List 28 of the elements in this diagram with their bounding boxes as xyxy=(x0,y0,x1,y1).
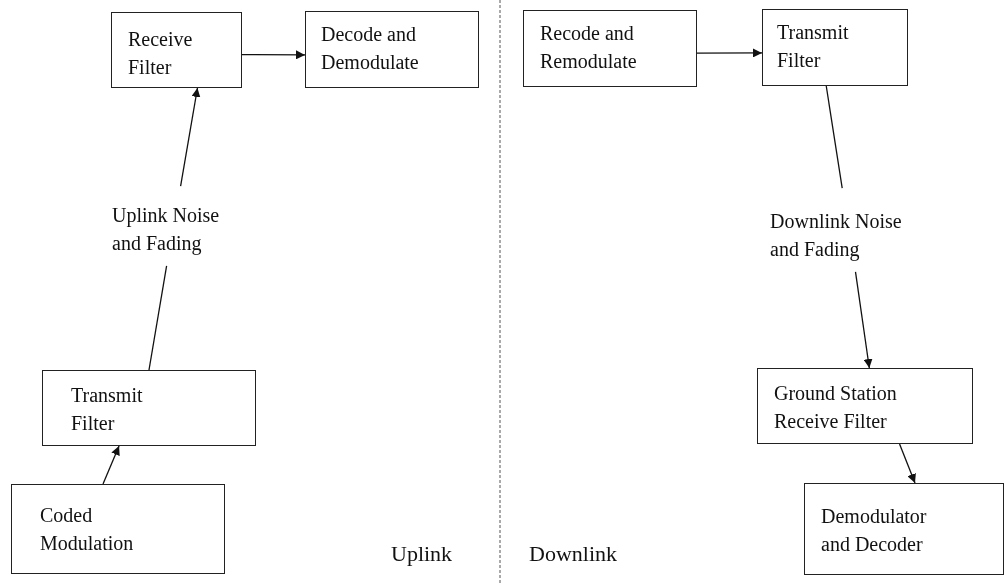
line xyxy=(148,265,168,371)
process-box xyxy=(42,370,256,446)
section-label: Uplink xyxy=(391,541,453,567)
box-label: Transmit Filter xyxy=(777,20,850,73)
arrow xyxy=(241,50,306,60)
arrow xyxy=(102,445,120,485)
process-box xyxy=(523,10,697,87)
box-label: Demodulator and Decoder xyxy=(821,504,928,557)
box-label: Recode and Remodulate xyxy=(540,21,638,74)
box-label: Coded Modulation xyxy=(40,503,135,556)
process-box xyxy=(762,9,908,86)
box-label: Decode and Demodulate xyxy=(321,22,420,75)
process-box xyxy=(11,484,225,574)
process-box xyxy=(804,483,1004,575)
process-box xyxy=(111,12,242,88)
box-label: Receive Filter xyxy=(128,27,194,80)
arrow xyxy=(854,271,873,369)
box-label: Ground Station Receive Filter xyxy=(774,381,898,434)
arrow xyxy=(179,87,201,187)
channel-label: Downlink Noise and Fading xyxy=(770,209,903,263)
line xyxy=(825,85,843,189)
section-label: Downlink xyxy=(529,541,617,567)
arrow xyxy=(696,48,763,58)
arrow xyxy=(898,443,916,484)
process-box xyxy=(305,11,479,88)
box-label: Transmit Filter xyxy=(71,383,144,436)
channel-label: Uplink Noise and Fading xyxy=(112,203,221,257)
process-box xyxy=(757,368,973,444)
